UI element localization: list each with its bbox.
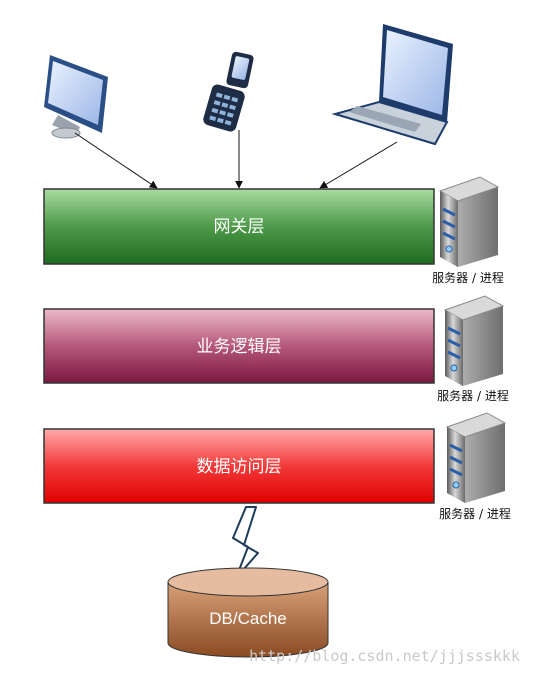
mobile-phone-icon [203, 51, 254, 132]
server-tower-icon [438, 176, 500, 267]
lightning-bolt-icon [232, 506, 259, 579]
arrow-laptop-to-gateway [319, 141, 398, 189]
gateway-layer: 网关层 [43, 188, 435, 265]
watermark: http://blog.csdn.net/jjjssskkk [249, 647, 520, 665]
laptop-icon [331, 24, 453, 146]
data-server-label: 服务器 / 进程 [439, 506, 511, 521]
gateway-server-label: 服务器 / 进程 [432, 270, 504, 285]
desktop-monitor-icon [44, 55, 108, 139]
server-tower-icon [443, 295, 505, 386]
business-server-label: 服务器 / 进程 [437, 388, 509, 403]
business-logic-layer-label: 业务逻辑层 [197, 337, 282, 357]
arrow-desktop-to-gateway [74, 132, 158, 189]
business-logic-layer: 业务逻辑层 [43, 308, 435, 384]
data-access-layer: 数据访问层 [43, 428, 435, 504]
data-access-layer-label: 数据访问层 [197, 457, 282, 477]
database-label: DB/Cache [209, 609, 286, 628]
database-cylinder-icon: DB/Cache [167, 567, 329, 658]
server-tower-icon [445, 412, 507, 503]
gateway-layer-label: 网关层 [214, 217, 265, 237]
